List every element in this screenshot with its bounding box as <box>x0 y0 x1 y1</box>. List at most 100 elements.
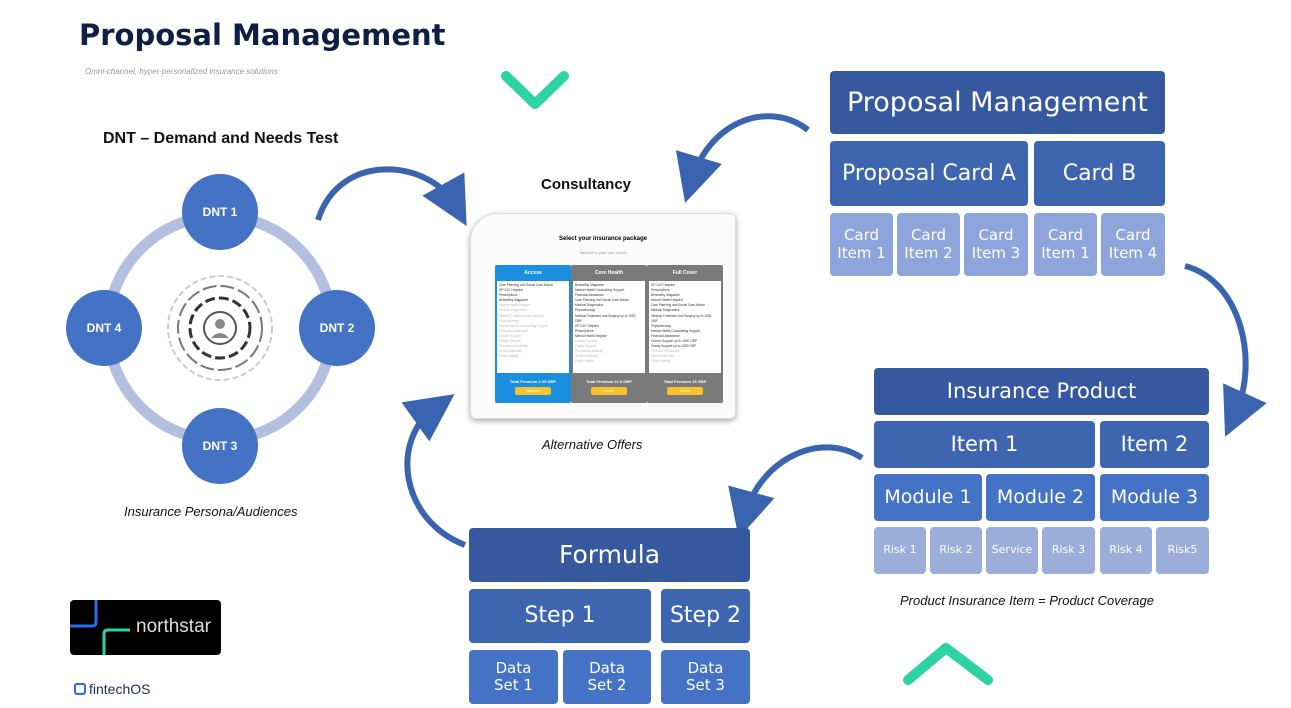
fintechos-logo: fintechOS <box>74 681 150 697</box>
feature-excluded: Mental Health Helpline <box>499 303 532 308</box>
data-set-3[interactable]: Data Set 3 <box>661 650 750 704</box>
page-title: Proposal Management <box>79 18 446 52</box>
arrow-proposal-to-product <box>1184 263 1267 437</box>
module-1[interactable]: Module 1 <box>874 474 982 521</box>
feature-excluded: Cancer Support <box>499 333 522 338</box>
package-select-button[interactable]: Select <box>667 387 703 395</box>
feature-included: Medical Treatment and Surgery up to 1000… <box>575 313 636 323</box>
risk-box[interactable]: Risk 3 <box>1042 527 1095 574</box>
risk-box[interactable]: Risk 1 <box>874 527 926 574</box>
feature-excluded: Medical Treatment and Surgery <box>499 313 544 318</box>
package-total: Total Premium 11.5 GBP <box>586 379 632 384</box>
feature-included: GP 24/7 Helpline <box>575 323 600 328</box>
feature-included: Mental Health Counselling Support <box>651 328 701 333</box>
risk-box[interactable]: Risk 2 <box>930 527 982 574</box>
feature-excluded: Death indemnity <box>575 354 599 359</box>
consultancy-caption: Alternative Offers <box>542 437 643 452</box>
chevron-up-icon <box>903 643 993 685</box>
card-item[interactable]: Card Item 1 <box>1034 213 1097 276</box>
arrow-formula-to-consultancy <box>401 394 467 548</box>
northstar-mark-icon <box>70 600 130 655</box>
feature-included: Behealthy Magazine <box>575 283 604 287</box>
proposal-card-a[interactable]: Proposal Card A <box>830 141 1028 206</box>
insurance-package-screenshot: Select your insurance package Tailored t… <box>470 213 736 419</box>
step-1[interactable]: Step 1 <box>469 589 651 643</box>
feature-excluded: Family Support <box>575 344 597 349</box>
dnt-node-4[interactable]: DNT 4 <box>66 290 142 366</box>
feature-included: Medical Diagnostics <box>651 308 680 313</box>
feature-included: Medical Treatment and Surgery up to 1000… <box>651 313 712 323</box>
feature-excluded: Public liability <box>499 354 519 359</box>
feature-excluded: Permanent disability <box>575 349 604 354</box>
formula-box: Formula <box>469 528 750 582</box>
proposal-title-box: Proposal Management <box>830 71 1165 134</box>
data-set-1[interactable]: Data Set 1 <box>469 650 558 704</box>
dnt-node-1[interactable]: DNT 1 <box>182 174 258 250</box>
feature-excluded: Public liability <box>575 359 595 364</box>
feature-excluded: Cancer Support <box>575 339 598 344</box>
card-item[interactable]: Card Item 2 <box>897 213 960 276</box>
feature-excluded: Public liability <box>651 359 671 364</box>
feature-included: GP 24/7 Helpline <box>651 283 676 287</box>
module-2[interactable]: Module 2 <box>986 474 1095 521</box>
arrow-product-to-formula <box>728 444 864 539</box>
feature-excluded: Death indemnity <box>651 354 675 359</box>
dnt-node-3[interactable]: DNT 3 <box>182 408 258 484</box>
package-name: Full Cover <box>672 270 698 276</box>
page-subtitle: Omni-channel, hyper-personalized insuran… <box>85 67 278 76</box>
package-total: Total Premium 15 GBP <box>663 379 707 384</box>
feature-included: Mental Health Helpline <box>575 333 608 338</box>
dnt-node-2[interactable]: DNT 2 <box>299 290 375 366</box>
consultancy-title: Consultancy <box>541 176 632 193</box>
package-select-button[interactable]: Select <box>591 387 627 395</box>
service-box[interactable]: Service <box>986 527 1038 574</box>
arrow-proposal-to-consultancy <box>675 113 810 203</box>
arrow-dnt-to-consultancy <box>315 166 467 226</box>
feature-excluded: Permanent disability <box>651 349 680 354</box>
product-item-2[interactable]: Item 2 <box>1100 421 1209 468</box>
feature-included: Mental Health Helpline <box>651 298 684 303</box>
feature-excluded: Death indemnity <box>499 349 523 354</box>
feature-included: Physiotherapy <box>651 323 672 328</box>
card-item[interactable]: Card Item 1 <box>830 213 893 276</box>
feature-excluded: Permanent disability <box>499 344 528 349</box>
package-select-button[interactable]: Selected <box>515 387 551 395</box>
feature-included: Physiotherapy <box>575 308 596 313</box>
mock-subheading: Tailored to your own needs <box>579 250 627 255</box>
feature-included: Care Planning and Social Care Advice <box>651 303 706 308</box>
risk-box[interactable]: Risk5 <box>1156 527 1209 574</box>
feature-excluded: Medical Diagnostics <box>499 308 528 313</box>
risk-box[interactable]: Risk 4 <box>1100 527 1152 574</box>
northstar-text: northstar <box>136 616 211 637</box>
step-2[interactable]: Step 2 <box>661 589 750 643</box>
data-set-2[interactable]: Data Set 2 <box>563 650 651 704</box>
feature-excluded: Financial Assistance <box>499 328 528 333</box>
product-item-1[interactable]: Item 1 <box>874 421 1095 468</box>
feature-excluded: Mental Health Counselling Support <box>499 323 549 328</box>
fintechos-text: fintechOS <box>89 681 151 697</box>
package-total: Total Premium 2.25 GBP <box>509 379 557 384</box>
feature-excluded: Family Support <box>499 339 521 344</box>
card-item[interactable]: Card Item 3 <box>964 213 1028 276</box>
feature-included: Behealthy Magazine <box>499 298 528 303</box>
chevron-down-icon <box>501 71 569 109</box>
feature-included: Financial Assistance <box>651 333 680 338</box>
package-name: Access <box>524 270 542 276</box>
card-item[interactable]: Card Item 4 <box>1101 213 1165 276</box>
northstar-logo: northstar <box>70 600 221 655</box>
feature-included: Care Planning and Social Care Advice <box>499 283 554 287</box>
feature-included: Mental Health Counselling Support <box>575 288 625 293</box>
dnt-caption: Insurance Persona/Audiences <box>124 504 298 519</box>
feature-included: Medical Diagnostics <box>575 303 604 308</box>
feature-included: Family Support up to 1500 GBP <box>651 344 697 349</box>
proposal-card-b[interactable]: Card B <box>1034 141 1165 206</box>
feature-included: GP 24/7 Helpline <box>499 288 524 293</box>
module-3[interactable]: Module 3 <box>1100 474 1209 521</box>
